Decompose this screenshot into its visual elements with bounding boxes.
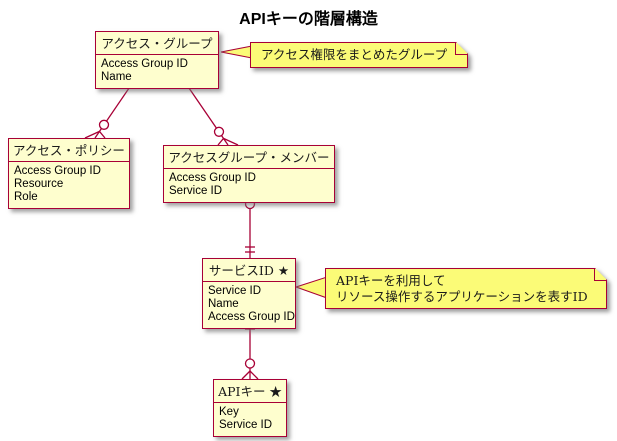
note-service-id: APIキーを利用して リソース操作するアプリケーションを表すID: [325, 268, 607, 309]
entity-field: Access Group ID: [101, 58, 188, 70]
entity-field: Access Group ID: [208, 311, 295, 323]
note-pointer: [220, 45, 253, 59]
note-fold-icon: [455, 43, 467, 55]
entity-access-policy: アクセス・ポリシー Access Group ID Resource Role: [8, 138, 130, 209]
entity-api-key: APIキー ★ Key Service ID: [213, 379, 287, 437]
note-text: アクセス権限をまとめたグループ: [261, 47, 448, 62]
diagram-title: APIキーの階層構造: [239, 11, 378, 28]
entity-field: Name: [101, 71, 132, 83]
note-text: APIキーを利用して: [336, 273, 446, 288]
note-fold-icon: [594, 269, 606, 281]
entity-field: Key: [219, 406, 239, 418]
entity-field: Service ID: [219, 419, 273, 431]
entity-field: Access Group ID: [14, 165, 101, 177]
entity-field: Service ID: [208, 285, 262, 297]
entity-service-id: サービスID ★ Service ID Name Access Group ID: [202, 258, 296, 329]
note-pointer: [294, 276, 328, 299]
entity-access-group: アクセス・グループ Access Group ID Name: [95, 31, 219, 89]
entity-title: APIキー ★: [214, 380, 286, 403]
zero-or-many-circle-icon: [213, 126, 225, 137]
entity-field: Name: [208, 298, 239, 310]
entity-title: アクセス・ポリシー: [9, 139, 129, 162]
zero-or-many-circle-icon: [244, 358, 256, 369]
note-access-group: アクセス権限をまとめたグループ: [250, 42, 468, 68]
entity-field: Access Group ID: [169, 172, 256, 184]
entity-field: Role: [14, 191, 38, 203]
entity-title: アクセス・グループ: [96, 32, 218, 55]
entity-field: Service ID: [169, 185, 223, 197]
entity-access-group-member: アクセスグループ・メンバー Access Group ID Service ID: [163, 145, 335, 203]
entity-title: サービスID ★: [203, 259, 295, 282]
entity-field: Resource: [14, 178, 64, 190]
entity-title: アクセスグループ・メンバー: [164, 146, 334, 169]
zero-or-many-circle-icon: [98, 119, 110, 130]
note-text: リソース操作するアプリケーションを表すID: [336, 289, 588, 304]
